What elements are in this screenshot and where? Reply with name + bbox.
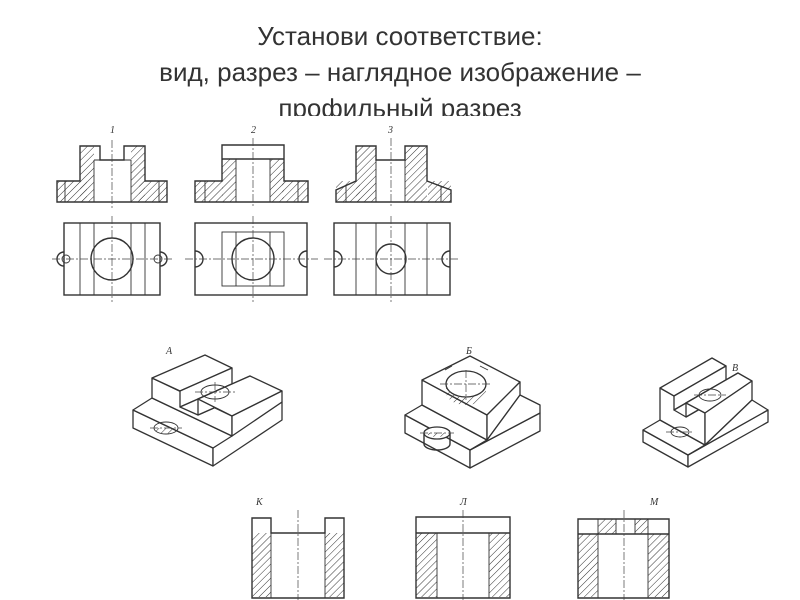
isometric-a-label: А [165, 346, 173, 357]
profile-section-k: К [251, 497, 345, 600]
isometric-b-label: Б [465, 346, 472, 357]
isometric-b: Б [404, 346, 541, 469]
view-3-top-view [324, 216, 460, 302]
section-m-label: М [649, 497, 659, 508]
view-2-front-section [194, 138, 309, 208]
view-2-top-view [185, 216, 318, 302]
isometric-v-label: В [732, 363, 738, 374]
view-1-front-section [56, 140, 168, 208]
view-2-label: 2 [251, 125, 256, 136]
title-line-2: вид, разрез – наглядное изображение – [159, 57, 641, 87]
view-3: 3 [324, 125, 460, 302]
view-2: 2 [185, 125, 318, 302]
profile-section-l: Л [415, 497, 511, 600]
title-line-1: Установи соответствие: [257, 21, 543, 51]
section-l-label: Л [459, 497, 468, 508]
view-3-front-section [335, 138, 452, 208]
profile-section-m: М [577, 497, 670, 600]
task-title: Установи соответствие: вид, разрез – наг… [0, 18, 800, 116]
isometric-v: В [642, 357, 769, 468]
view-1-label: 1 [110, 125, 115, 136]
section-k-label: К [255, 497, 264, 508]
isometric-a: А [132, 346, 283, 467]
view-3-label: 3 [387, 125, 393, 136]
view-1-top-view [52, 216, 172, 302]
view-1: 1 [52, 125, 172, 302]
title-line-3: профильный разрез [278, 93, 522, 116]
